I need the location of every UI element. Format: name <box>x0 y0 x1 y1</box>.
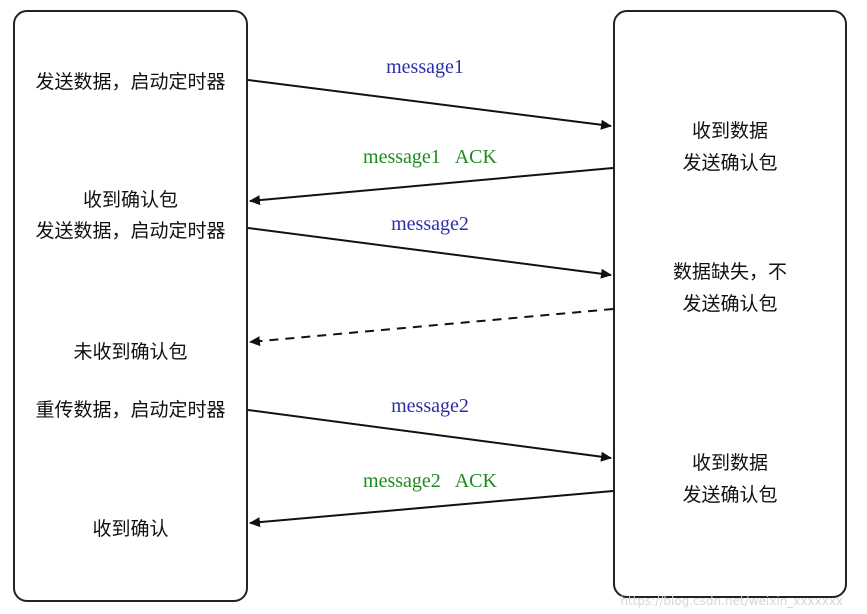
receiver-state-missing-line1: 数据缺失，不 <box>672 261 787 283</box>
label-message2-ack: message2 ACK <box>363 470 497 492</box>
arrow-message2 <box>247 227 612 279</box>
receiver-state-received-line2: 发送确认包 <box>682 152 778 174</box>
receiver-lane <box>613 10 847 598</box>
label-message1-ack: message1 ACK <box>363 146 497 168</box>
sender-step-send-start-timer: 发送数据，启动定时器 <box>35 71 226 93</box>
label-message2-retransmit: message2 <box>391 395 469 417</box>
sender-step-ack-confirmed: 收到确认 <box>92 518 169 540</box>
label-message2: message2 <box>391 213 469 235</box>
arrow-ack2 <box>249 490 614 528</box>
receiver-state-received-2-line2: 发送确认包 <box>682 484 778 506</box>
sender-step-no-ack: 未收到确认包 <box>73 341 188 363</box>
watermark: https://blog.csdn.net/weixin_xxxxxxx <box>620 594 843 608</box>
arrow-message1 <box>247 79 612 130</box>
label-message1: message1 <box>386 56 464 78</box>
sender-step-send-start-timer-2: 发送数据，启动定时器 <box>35 220 226 242</box>
sender-lane <box>13 10 248 602</box>
sender-step-ack-received: 收到确认包 <box>82 189 178 211</box>
receiver-state-received-2-line1: 收到数据 <box>691 452 768 474</box>
sender-step-retransmit: 重传数据，启动定时器 <box>35 399 226 421</box>
receiver-state-received-line1: 收到数据 <box>691 120 768 142</box>
receiver-state-missing-line2: 发送确认包 <box>682 293 778 315</box>
arrow-message2-retransmit <box>247 409 612 462</box>
arrow-ack1 <box>249 167 614 206</box>
arrow-missing-ack-dashed <box>249 308 614 347</box>
